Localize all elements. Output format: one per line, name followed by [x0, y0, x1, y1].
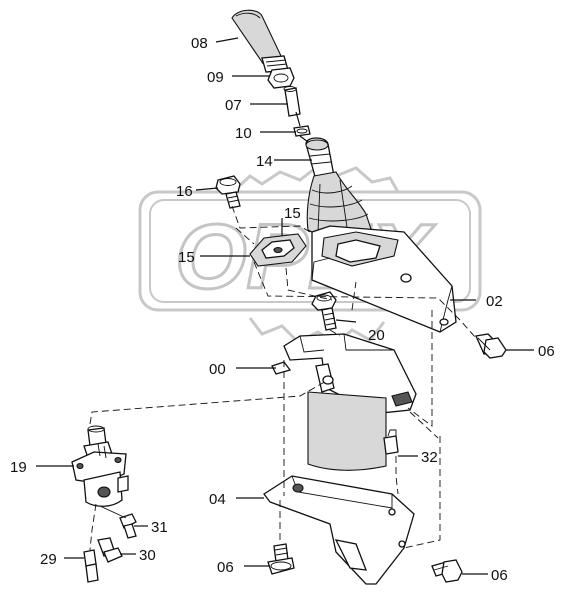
fitting-29 — [83, 549, 99, 583]
bolt-20 — [311, 291, 337, 331]
knob-grip — [231, 9, 289, 73]
fitting-31 — [119, 513, 137, 539]
watermark-gear-bottom — [248, 317, 386, 346]
callout-08: 08 — [191, 35, 208, 52]
callout-15-upper: 15 — [284, 205, 301, 222]
callout-06-bottom-right: 06 — [491, 567, 508, 584]
callout-15-left: 15 — [178, 249, 195, 266]
nut-09 — [267, 67, 295, 89]
callout-14: 14 — [256, 153, 273, 170]
nut-10 — [293, 125, 311, 137]
rod-07 — [283, 86, 301, 117]
callout-00: 00 — [209, 361, 226, 378]
leader-lines — [36, 37, 534, 575]
callout-16: 16 — [176, 183, 193, 200]
rubber-boot — [306, 171, 373, 238]
callout-labels: 08 09 07 10 14 16 15 15 02 20 06 00 19 3… — [10, 35, 555, 584]
callout-06-right: 06 — [538, 343, 555, 360]
callout-30: 30 — [139, 547, 156, 564]
cover-02 — [311, 225, 457, 333]
callout-02: 02 — [486, 293, 503, 310]
bolt-16 — [215, 175, 241, 209]
callout-04: 04 — [209, 491, 226, 508]
callout-07: 07 — [225, 97, 242, 114]
tray-04 — [263, 475, 415, 585]
callout-06-bottom-left: 06 — [217, 559, 234, 576]
callout-32: 32 — [421, 449, 438, 466]
plate-15 — [249, 233, 307, 267]
callout-19: 19 — [10, 459, 27, 476]
callout-20: 20 — [368, 327, 385, 344]
pilot-valve-19 — [71, 425, 129, 507]
clip-32 — [383, 429, 399, 455]
bolt-06-bottom-right — [431, 559, 463, 583]
callout-09: 09 — [207, 69, 224, 86]
callout-10: 10 — [235, 125, 252, 142]
bolt-06-bottom-left — [267, 543, 295, 575]
bracket-00 — [271, 333, 417, 415]
callout-31: 31 — [151, 519, 168, 536]
callout-29: 29 — [40, 551, 57, 568]
bolt-06-right — [475, 333, 507, 359]
assembly-lines — [89, 111, 477, 551]
rubber-pad — [307, 391, 387, 471]
fitting-30 — [97, 537, 123, 563]
